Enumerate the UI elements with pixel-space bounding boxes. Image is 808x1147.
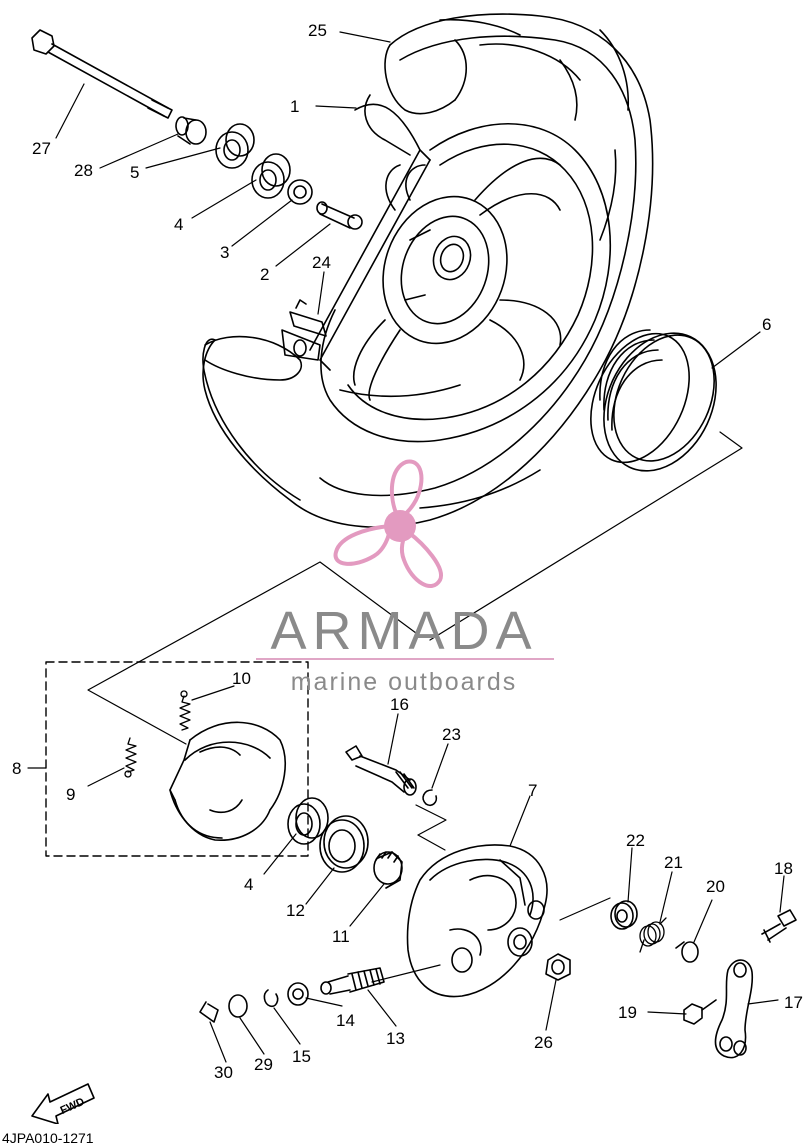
callout-11: 11 xyxy=(332,927,350,946)
assembly-guide-lines xyxy=(87,431,743,983)
callout-4-top: 4 xyxy=(174,215,184,234)
callout-20: 20 xyxy=(706,877,725,896)
circlip-15 xyxy=(263,989,279,1008)
meter-shaft-13 xyxy=(320,967,385,995)
spacer-2 xyxy=(316,201,363,230)
watermark-brand: ARMADA xyxy=(270,601,538,661)
callout-24: 24 xyxy=(312,253,331,272)
brake-shoe-kit-box xyxy=(45,661,309,857)
callout-23: 23 xyxy=(442,725,461,744)
propeller-logo-icon xyxy=(333,459,443,588)
brake-shoes xyxy=(169,721,286,841)
callout-16: 16 xyxy=(390,695,409,714)
callout-22: 22 xyxy=(626,831,645,850)
callout-10: 10 xyxy=(232,669,251,688)
bearing-4-top xyxy=(251,153,291,199)
diagram-code: 4JPA010-1271 xyxy=(2,1130,94,1146)
washer-14 xyxy=(287,982,309,1006)
brake-panel-7 xyxy=(406,844,548,998)
fitting-24 xyxy=(281,299,327,361)
bearing-5 xyxy=(215,123,255,169)
callout-6: 6 xyxy=(762,315,772,334)
callout-7: 7 xyxy=(528,781,538,800)
callout-25: 25 xyxy=(308,21,327,40)
watermark-tagline: marine outboards xyxy=(290,668,518,696)
callout-9: 9 xyxy=(66,785,76,804)
callout-2: 2 xyxy=(260,265,270,284)
callout-29: 29 xyxy=(254,1055,273,1074)
circlip-23 xyxy=(422,789,438,807)
callout-5: 5 xyxy=(130,163,140,182)
watermark-divider xyxy=(256,658,554,660)
brake-drum-ring xyxy=(590,329,717,472)
nut-26 xyxy=(545,953,571,981)
callout-15: 15 xyxy=(292,1047,311,1066)
callout-4-lower: 4 xyxy=(244,875,254,894)
return-spring-21 xyxy=(639,917,667,953)
oil-seal-12 xyxy=(319,815,369,873)
wear-indicator-20 xyxy=(675,941,699,963)
wheel-rim xyxy=(309,94,612,443)
tire xyxy=(202,13,654,528)
camshaft-16 xyxy=(345,745,417,796)
leader-lines xyxy=(55,31,785,1063)
bolt-18 xyxy=(761,909,797,943)
brake-cam-lever-17 xyxy=(714,959,754,1059)
nut-19 xyxy=(683,999,717,1025)
callout-26: 26 xyxy=(534,1033,553,1052)
callout-30: 30 xyxy=(214,1063,233,1082)
spring-10 xyxy=(179,690,191,731)
washer-3 xyxy=(287,179,313,205)
callout-17: 17 xyxy=(784,993,803,1012)
axle xyxy=(31,29,173,119)
bearing-4-lower xyxy=(287,797,329,845)
fwd-arrow-icon: FWD xyxy=(31,1083,95,1124)
callout-14: 14 xyxy=(336,1011,355,1030)
spring-9 xyxy=(124,737,137,778)
o-ring-29 xyxy=(228,994,248,1018)
callout-21: 21 xyxy=(664,853,683,872)
callout-1: 1 xyxy=(290,97,300,116)
callout-12: 12 xyxy=(286,901,305,920)
callout-19: 19 xyxy=(618,1003,637,1022)
callout-3: 3 xyxy=(220,243,230,262)
collar-28 xyxy=(175,116,207,145)
callout-27: 27 xyxy=(32,139,51,158)
callout-13: 13 xyxy=(386,1029,405,1048)
oil-seal-22 xyxy=(610,900,638,930)
callout-28: 28 xyxy=(74,161,93,180)
callout-8: 8 xyxy=(12,759,22,778)
callout-18: 18 xyxy=(774,859,793,878)
meter-gear-11 xyxy=(373,851,403,889)
clip-30 xyxy=(199,1001,219,1023)
